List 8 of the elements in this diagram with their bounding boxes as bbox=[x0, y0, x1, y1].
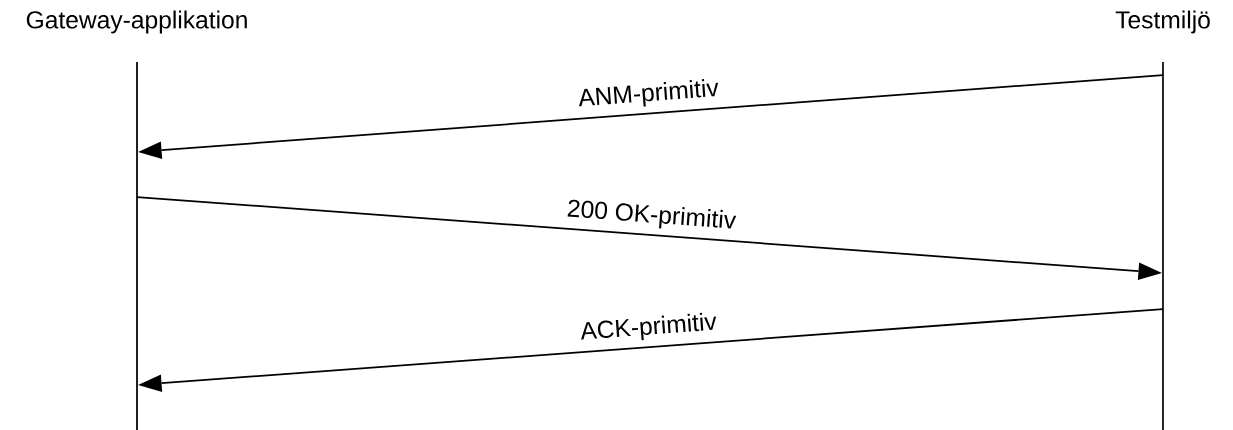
participant-label: Testmiljö bbox=[1115, 10, 1210, 34]
arrow bbox=[138, 308, 1164, 392]
edge-label: ACK-primitiv bbox=[577, 309, 720, 347]
edge-label: 200 OK-primitiv bbox=[564, 196, 739, 236]
arrow bbox=[136, 196, 1162, 280]
participant-label: Gateway-applikation bbox=[26, 10, 247, 34]
edge-label: ANM-primitiv bbox=[575, 76, 722, 114]
arrow bbox=[138, 74, 1164, 159]
